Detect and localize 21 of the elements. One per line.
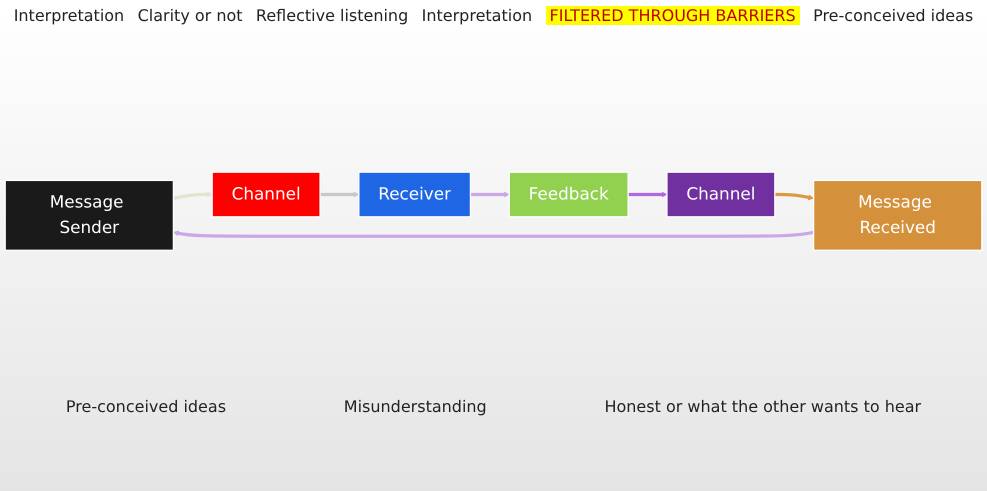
annotation-text: Pre-conceived ideas (813, 6, 974, 25)
node-box: Channel (212, 171, 321, 218)
arrow (628, 191, 668, 198)
annotation-text: Interpretation (14, 6, 124, 25)
arrow (470, 191, 510, 198)
annotation-text: Misunderstanding (344, 397, 487, 416)
arrow (173, 191, 212, 200)
node-box: Receiver (358, 171, 472, 218)
arrow (320, 191, 360, 198)
annotation-text: Pre-conceived ideas (66, 397, 226, 416)
node-box: Message Sender (4, 180, 174, 251)
annotation-text: Clarity or not (138, 6, 243, 25)
node-box: Message Received (812, 180, 982, 251)
annotation-text: Honest or what the other wants to hear (604, 397, 922, 416)
arrow (173, 230, 814, 238)
arrow (774, 192, 814, 200)
annotation-text: Interpretation (422, 6, 532, 25)
node-box: Channel (666, 171, 776, 218)
annotation-text: Reflective listening (256, 6, 408, 25)
highlighted-note: FILTERED THROUGH BARRIERS (546, 6, 800, 25)
node-box: Feedback (508, 171, 629, 218)
